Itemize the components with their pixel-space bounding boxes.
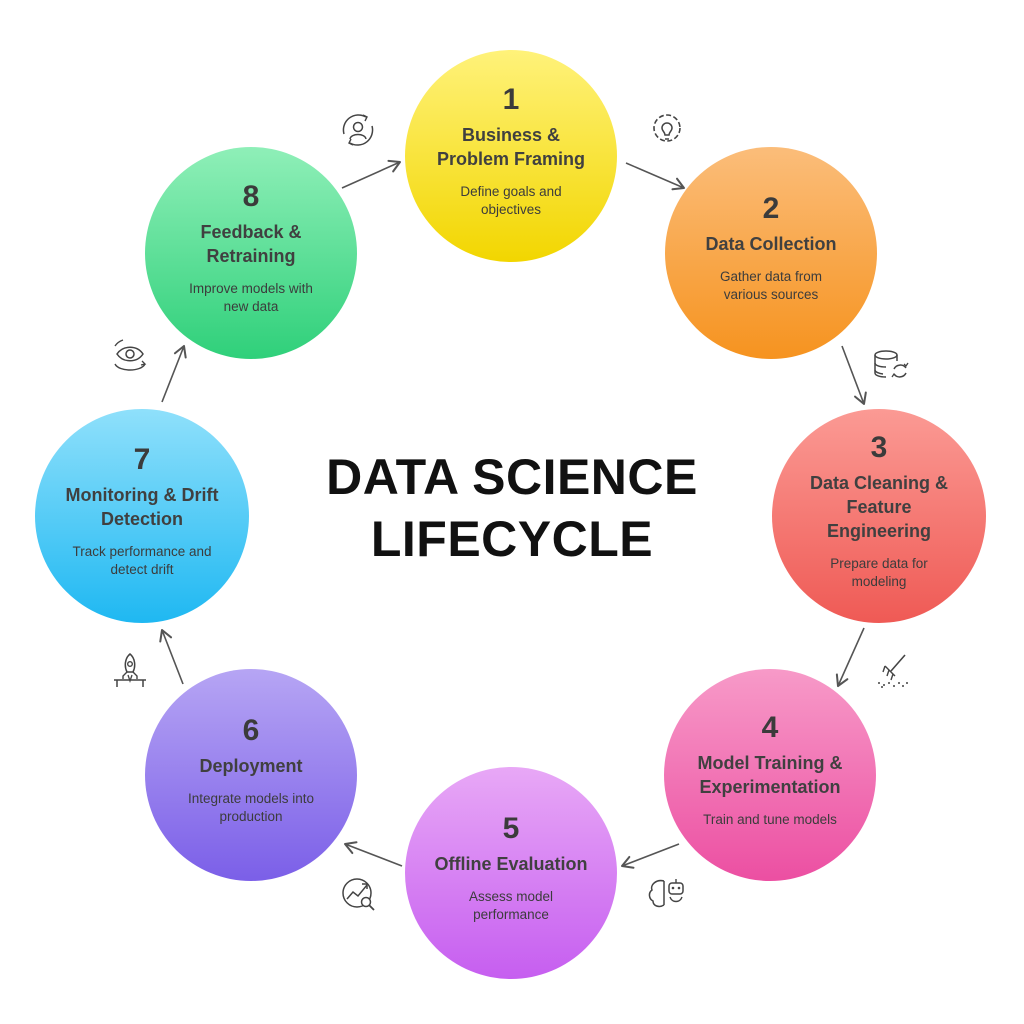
connector-arrow-6-to-7 [159,628,184,685]
title-line-1: DATA SCIENCE [326,449,698,505]
connector-arrow-8-to-1 [341,159,402,189]
stage-description-line: various sources [723,287,819,302]
stage-description-line: Integrate models into [187,791,315,806]
stage-number: 7 [133,443,151,476]
connector-arrow-3-to-4 [835,627,865,688]
stage-name: Model Training & Experimentation [664,751,876,799]
eye-cycle-icon [114,339,147,371]
stage-name: Business & Problem Framing [405,123,617,171]
connector-arrow-1-to-2 [625,162,686,191]
stage-description-line: Assess model [468,889,554,904]
brain-robot-icon [648,879,684,908]
stage-name-line: Business & [461,125,561,145]
database-sync-icon [874,350,909,378]
stage-number: 5 [502,812,520,845]
stage-description: Train and tune models [664,811,876,829]
stage-description-line: Prepare data for [830,556,928,571]
stage-description-line: new data [223,299,279,314]
stage-description: Gather data from various sources [665,268,877,304]
stage-description-line: Train and tune models [703,812,837,827]
stage-description: Improve models with new data [145,280,357,316]
stage-name-line: Problem Framing [436,149,586,169]
diagram-title: DATA SCIENCE LIFECYCLE [262,446,762,570]
chart-search-icon [342,878,375,911]
stage-number: 8 [242,180,260,213]
stage-name-line: Data Cleaning & [809,473,949,493]
stage-description-line: Define goals and [460,184,562,199]
stage-number: 2 [762,192,780,225]
stage-name-line: Deployment [199,756,303,776]
stage-name-line: Experimentation [699,777,841,797]
stage-description-line: objectives [480,202,542,217]
stage-description-line: production [219,809,283,824]
rocket-launch-icon [114,653,146,687]
stage-description: Assess model performance [405,888,617,924]
stage-description-line: Improve models with [189,281,313,296]
stage-name-line: Detection [100,509,183,529]
stage-name-line: Retraining [206,246,296,266]
rake-icon [878,654,908,688]
connector-arrow-5-to-6 [343,841,403,867]
stage-name-line: Feature [846,497,912,517]
stage-name-line: Feedback & [200,222,302,242]
stage-number: 1 [502,83,520,116]
gear-bulb-icon [653,114,681,142]
stage-name: Offline Evaluation [405,852,617,876]
stage-name-line: Model Training & [697,753,843,773]
stage-number: 3 [870,431,888,464]
stage-number: 4 [761,711,779,744]
connector-arrow-2-to-3 [841,345,867,406]
stage-name-line: Offline Evaluation [434,854,588,874]
stage-name: Data Collection [665,232,877,256]
stage-name: Deployment [145,754,357,778]
stage-name-line: Data Collection [705,234,837,254]
title-line-2: LIFECYCLE [370,511,654,567]
user-cycle-icon [342,114,374,146]
stage-description-line: Track performance and [72,544,212,559]
stage-name-line: Monitoring & Drift [65,485,219,505]
stage-number: 6 [242,714,260,747]
stage-name-line: Engineering [826,521,931,541]
stage-description-line: Gather data from [719,269,823,284]
stage-description: Integrate models into production [145,790,357,826]
stage-description: Define goals and objectives [405,183,617,219]
stage-description-line: performance [473,907,549,922]
stage-name: Feedback & Retraining [145,220,357,268]
stage-description: Prepare data for modeling [772,555,986,591]
stage-description: Track performance and detect drift [35,543,249,579]
stage-description-line: detect drift [110,562,174,577]
connector-arrow-7-to-8 [161,344,187,403]
stage-description-line: modeling [851,574,907,589]
connector-arrow-4-to-5 [620,843,680,869]
